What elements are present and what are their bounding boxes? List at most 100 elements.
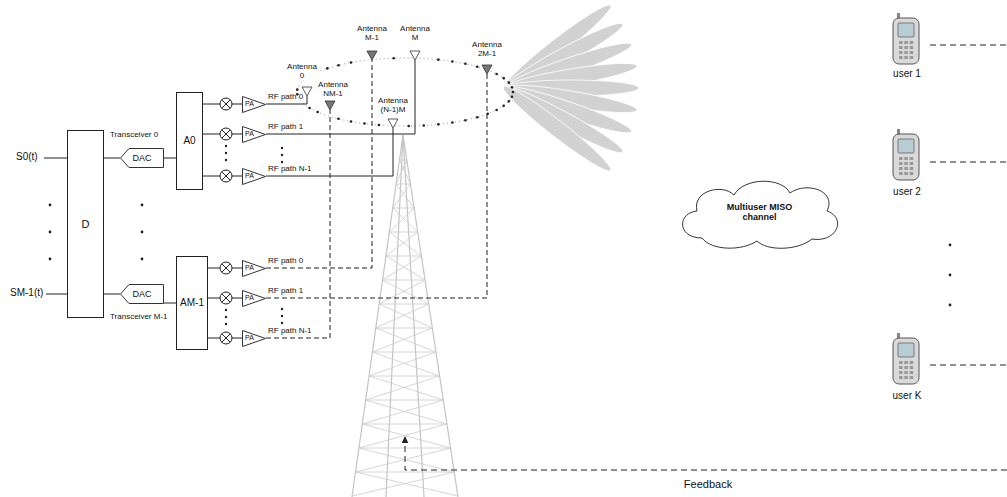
phone-body xyxy=(893,134,919,180)
node-shape xyxy=(683,181,838,248)
array-dot xyxy=(508,100,511,103)
array-ellipse xyxy=(297,58,513,126)
tower-brace xyxy=(376,328,433,329)
signal-label: Feedback xyxy=(684,478,733,491)
amplifier-triangle: PA xyxy=(242,96,266,113)
rf-wire xyxy=(266,60,415,134)
array-dot xyxy=(495,109,498,112)
mixer-cross xyxy=(222,172,230,180)
signal-label: RF path 1 xyxy=(268,122,303,131)
signal-connector xyxy=(104,294,120,295)
dot xyxy=(949,274,952,277)
phase-array-box: A0 xyxy=(176,92,203,190)
array-dot xyxy=(464,63,467,66)
antenna-label: Antenna 2M-1 xyxy=(469,40,505,58)
array-dot xyxy=(451,60,454,63)
phone-key xyxy=(904,41,908,44)
array-dot xyxy=(326,67,329,70)
tower-brace xyxy=(389,232,421,256)
rf-wire xyxy=(266,74,487,298)
tower-brace xyxy=(379,304,428,305)
array-dot xyxy=(337,64,340,67)
phone-screen xyxy=(898,343,914,357)
phone-key xyxy=(899,46,903,49)
dot xyxy=(49,231,52,234)
amplifier-triangle: PA xyxy=(242,330,266,347)
array-dot xyxy=(502,105,505,108)
tower-brace xyxy=(383,280,425,281)
phone-key xyxy=(910,56,914,59)
mixer-circle xyxy=(220,332,232,344)
tower-brace xyxy=(369,352,436,376)
array-dot xyxy=(437,123,440,126)
mixer-symbol xyxy=(220,98,232,110)
signal-label: Transceiver 0 xyxy=(110,130,158,139)
tower-brace xyxy=(379,304,432,328)
phone-key xyxy=(904,371,908,374)
signal-label: S0(t) xyxy=(16,151,38,163)
node-label: DAC xyxy=(132,289,151,299)
tower-brace xyxy=(369,376,443,400)
antenna-symbol xyxy=(325,101,335,110)
mixer-cross xyxy=(222,294,230,302)
node-label: PA xyxy=(245,130,254,138)
user-link xyxy=(930,45,1007,46)
node-label: A0 xyxy=(183,135,195,147)
signal-label: Transceiver M-1 xyxy=(110,312,168,321)
amplifier-triangle: PA xyxy=(242,168,266,185)
phone-key xyxy=(904,56,908,59)
tower-brace xyxy=(399,160,406,161)
phone-key xyxy=(899,157,903,160)
mixer-cross xyxy=(222,130,230,138)
node-label: AM-1 xyxy=(180,297,204,309)
mixer-symbol xyxy=(220,292,232,304)
signal-connector xyxy=(164,303,176,304)
antenna-symbol xyxy=(302,87,312,96)
node-label: PA xyxy=(245,334,254,342)
phone-key xyxy=(904,51,908,54)
antenna-label: Antenna 0 xyxy=(284,62,320,80)
antenna-label: Antenna M xyxy=(397,24,433,42)
array-dot xyxy=(378,124,381,127)
array-dot xyxy=(512,91,515,94)
tower-brace xyxy=(356,472,458,496)
antenna-label: Antenna (N-1)M xyxy=(375,96,411,114)
phone-key xyxy=(910,157,914,160)
phone-key xyxy=(899,51,903,54)
dot xyxy=(49,258,52,261)
mixer-circle xyxy=(220,262,232,274)
text-group: Multiuser MISO channel xyxy=(714,202,806,223)
node-shape xyxy=(243,330,266,346)
text-group: DAC xyxy=(132,153,151,163)
tower-brace xyxy=(362,424,450,448)
amplifier-triangle: PA xyxy=(242,260,266,277)
tower-brace xyxy=(372,328,432,352)
node-shape xyxy=(243,290,266,306)
phone-body xyxy=(893,338,919,384)
dac-block: DAC xyxy=(120,284,164,304)
phone-icon xyxy=(893,13,919,64)
node-shape xyxy=(243,168,266,184)
phone-key xyxy=(904,157,908,160)
array-dot xyxy=(476,116,479,119)
node-shape xyxy=(121,285,164,304)
phone-key xyxy=(910,361,914,364)
array-dot xyxy=(464,119,467,122)
tower-brace xyxy=(372,352,436,353)
rf-wire xyxy=(266,60,372,268)
array-dot xyxy=(308,107,311,110)
phone-key xyxy=(910,376,914,379)
user-label: user K xyxy=(893,390,922,402)
beam-lobe xyxy=(498,80,615,176)
phone-key xyxy=(899,376,903,379)
phone-key xyxy=(910,366,914,369)
dot xyxy=(141,258,144,261)
rf-feed-wires xyxy=(266,60,415,176)
array-dot xyxy=(422,124,425,127)
tower-brace xyxy=(389,232,417,233)
tower-brace xyxy=(389,208,414,232)
node-label: PA xyxy=(245,100,254,108)
tower-brace xyxy=(352,472,454,496)
dot xyxy=(225,323,227,325)
